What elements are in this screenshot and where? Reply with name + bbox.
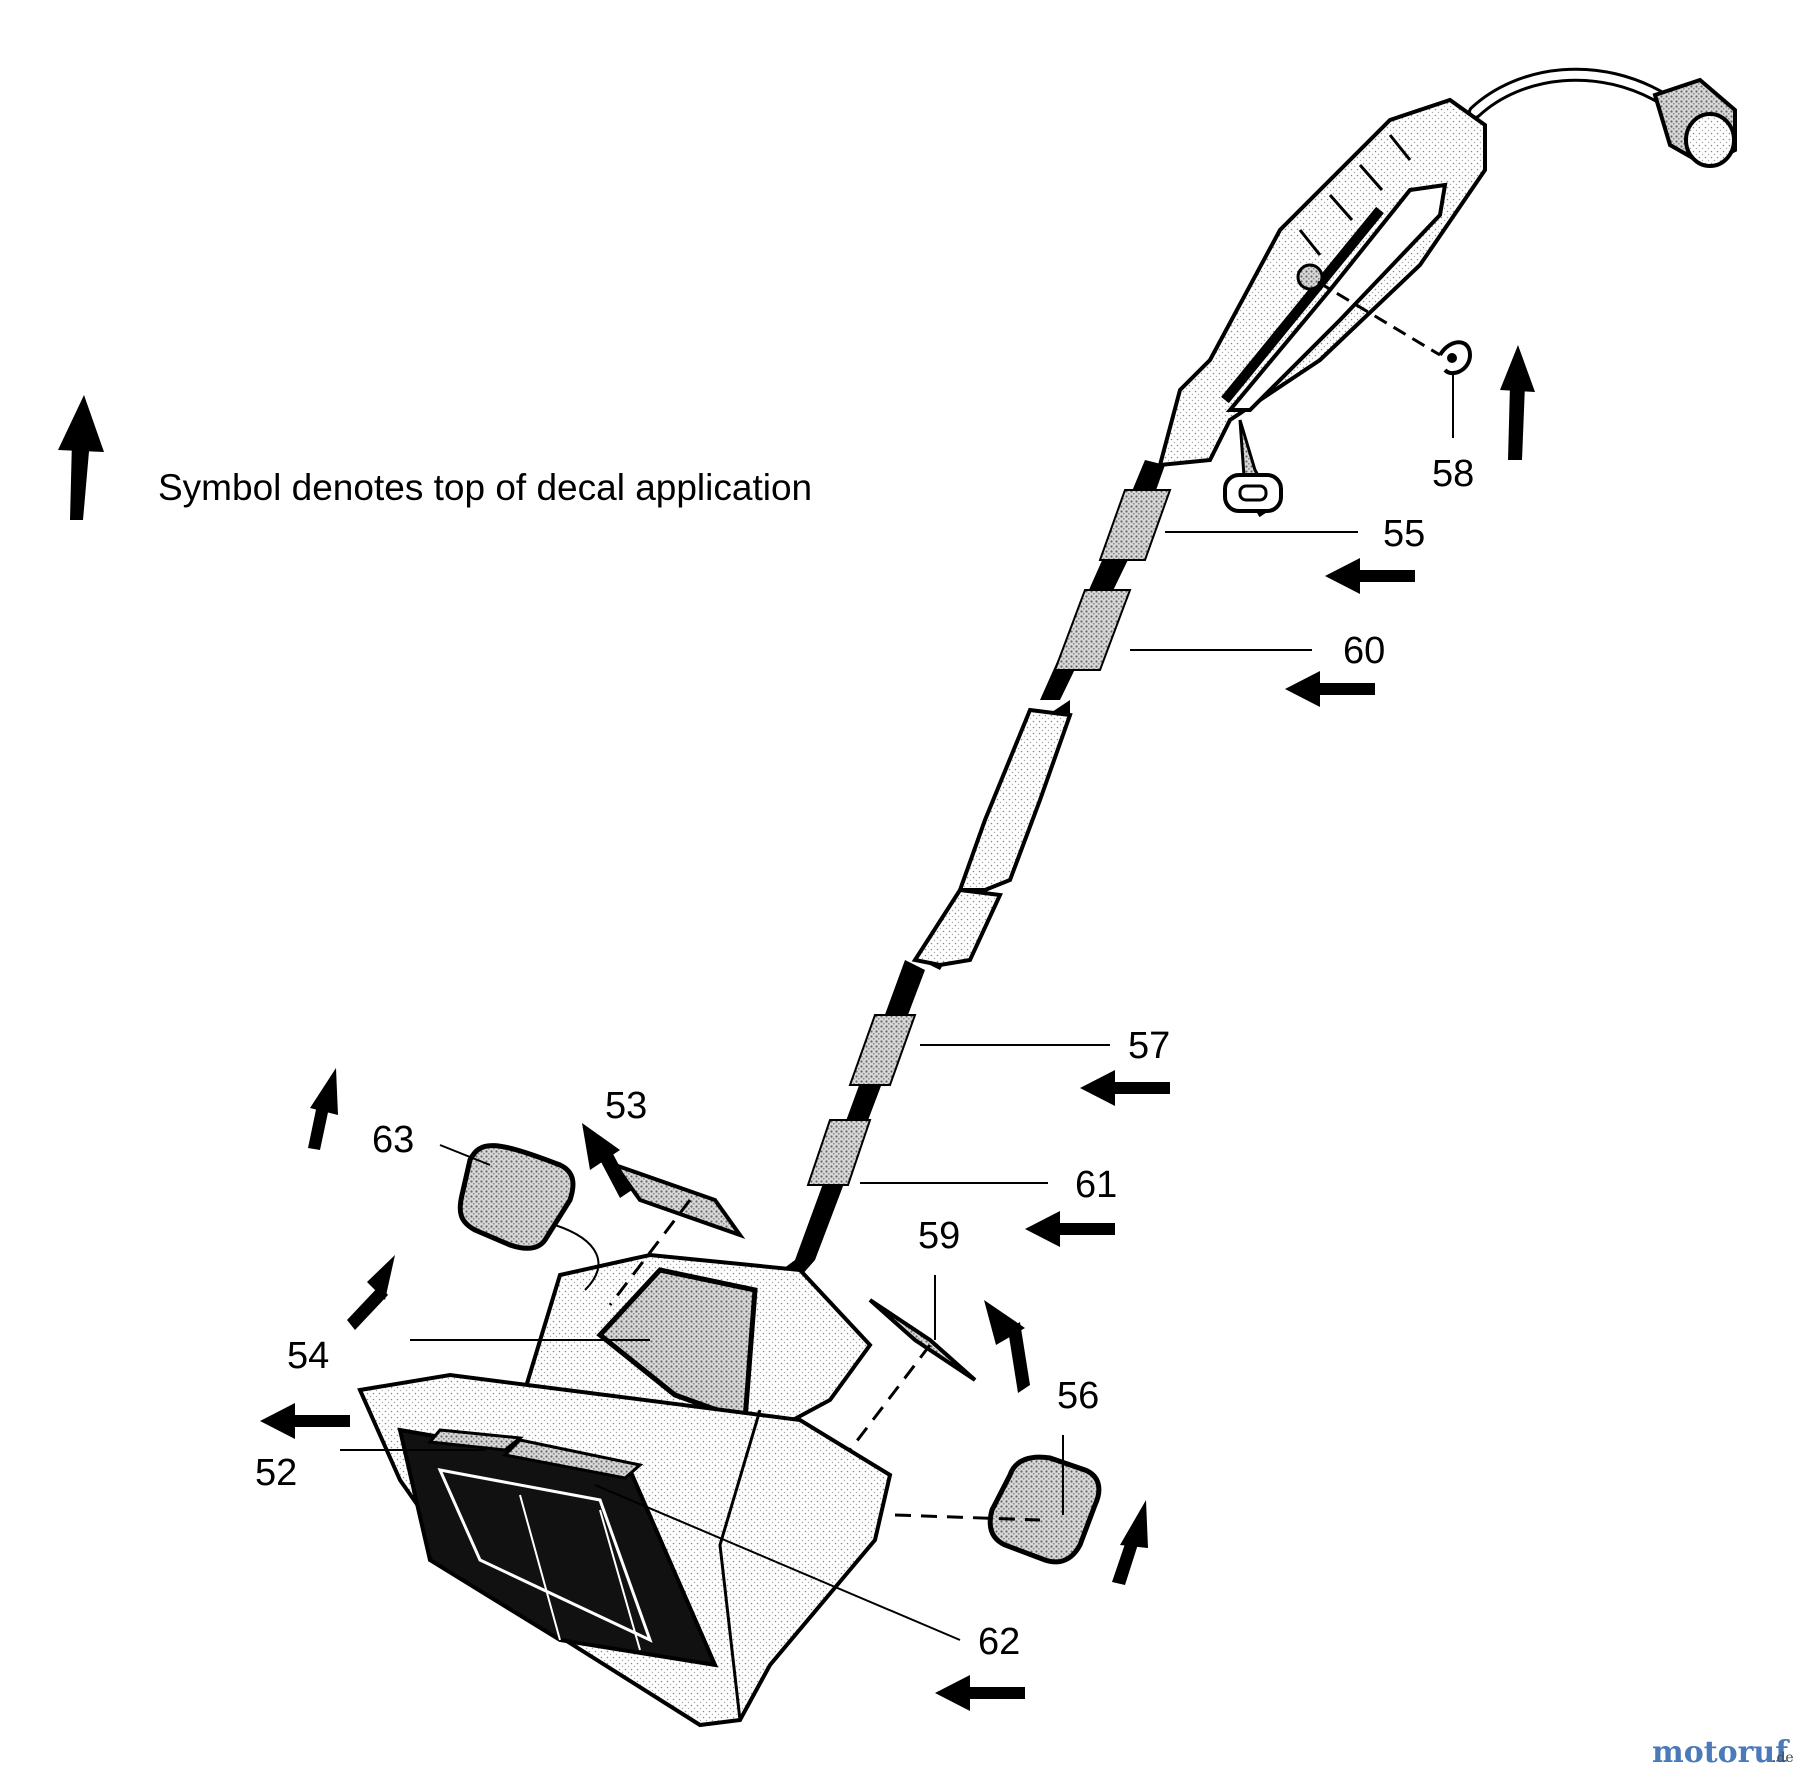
decal-55 bbox=[1098, 489, 1172, 561]
handle-assembly bbox=[1157, 67, 1737, 518]
decal-63 bbox=[457, 1143, 576, 1251]
decal-53 bbox=[609, 1161, 746, 1239]
left-arrow-icon bbox=[1080, 1070, 1170, 1106]
left-arrow-icon bbox=[935, 1675, 1025, 1711]
callout-59: 59 bbox=[918, 1215, 960, 1257]
up-arrow-icon bbox=[347, 1255, 395, 1330]
callout-54: 54 bbox=[287, 1335, 329, 1377]
shaft bbox=[755, 460, 1172, 1300]
callout-55: 55 bbox=[1383, 513, 1425, 555]
watermark-tld: .de bbox=[1772, 1750, 1794, 1766]
decal-52 bbox=[427, 1428, 524, 1452]
orientation-arrows bbox=[260, 345, 1535, 1711]
decal-59 bbox=[868, 1298, 977, 1382]
decal-56 bbox=[987, 1454, 1102, 1565]
decal-54 bbox=[596, 1267, 758, 1424]
decal-62 bbox=[501, 1438, 644, 1480]
up-arrow-icon bbox=[58, 395, 104, 520]
callout-52: 52 bbox=[255, 1452, 297, 1494]
callout-61: 61 bbox=[1075, 1164, 1117, 1206]
callout-58: 58 bbox=[1432, 453, 1474, 495]
decal-60 bbox=[1053, 589, 1132, 671]
up-arrow-icon bbox=[308, 1068, 338, 1150]
callout-53: 53 bbox=[605, 1085, 647, 1127]
up-arrow-icon bbox=[984, 1300, 1030, 1393]
watermark-brand: motoruf bbox=[1652, 1735, 1790, 1768]
decal-57 bbox=[848, 1014, 917, 1086]
thrower-housing bbox=[357, 1252, 893, 1728]
watermark-logo: motoruf .de bbox=[1652, 1735, 1794, 1768]
legend-text: Symbol denotes top of decal application bbox=[158, 467, 812, 508]
left-arrow-icon bbox=[1285, 671, 1375, 707]
leader-lines bbox=[340, 375, 1454, 1641]
power-plug bbox=[1652, 77, 1737, 168]
callout-62: 62 bbox=[978, 1621, 1020, 1663]
loose-decals bbox=[457, 1143, 1102, 1565]
up-arrow-icon bbox=[582, 1123, 632, 1198]
legend: Symbol denotes top of decal application bbox=[58, 395, 812, 520]
up-arrow-icon bbox=[1112, 1500, 1148, 1585]
callout-56: 56 bbox=[1057, 1375, 1099, 1417]
callout-63: 63 bbox=[372, 1119, 414, 1161]
left-arrow-icon bbox=[1325, 558, 1415, 594]
clip-part bbox=[1438, 340, 1473, 376]
left-arrow-icon bbox=[1025, 1211, 1115, 1247]
decal-61 bbox=[806, 1119, 872, 1186]
left-arrow-icon bbox=[260, 1403, 350, 1439]
callout-60: 60 bbox=[1343, 630, 1385, 672]
callout-57: 57 bbox=[1128, 1025, 1170, 1067]
callout-labels: 58 55 60 57 53 63 61 59 54 56 52 62 bbox=[255, 453, 1474, 1663]
up-arrow-icon bbox=[1500, 345, 1535, 460]
